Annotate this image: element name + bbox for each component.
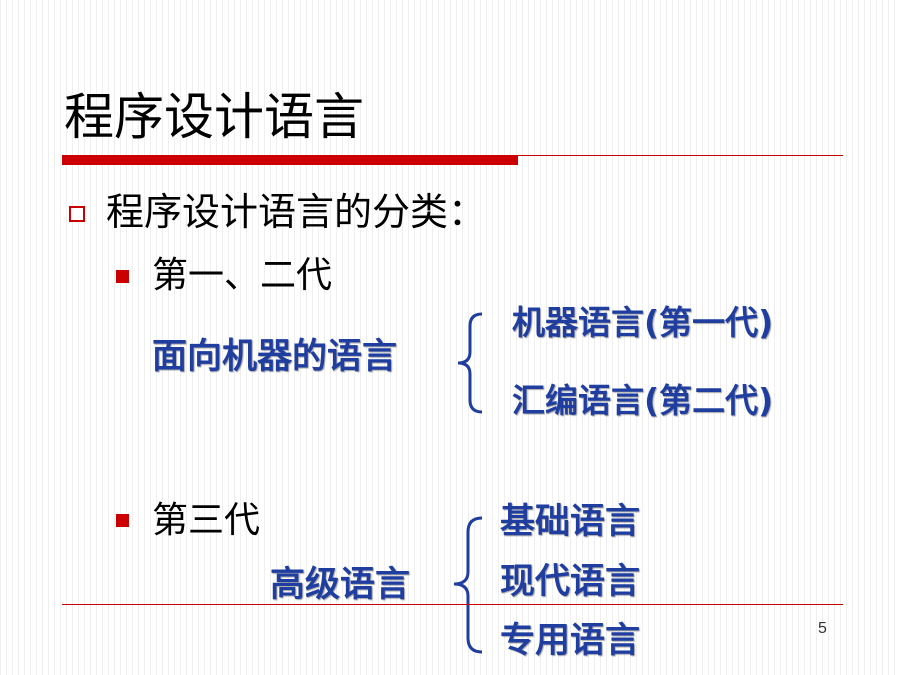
bullet-gen12: 第一、二代 <box>152 255 333 296</box>
left-brace-icon <box>457 312 483 414</box>
title-underline-thin <box>518 155 843 156</box>
item-assembly-language: 汇编语言(第二代) <box>512 381 774 420</box>
hollow-square-bullet-icon <box>69 206 85 222</box>
left-brace-icon <box>453 516 483 654</box>
page-number: 5 <box>818 620 827 637</box>
title-underline-thick <box>62 155 518 165</box>
bullet-gen3: 第三代 <box>152 500 261 541</box>
group-high-level: 高级语言 <box>270 565 411 605</box>
item-modern-language: 现代语言 <box>500 562 641 602</box>
item-special-language: 专用语言 <box>500 621 641 661</box>
square-bullet-icon <box>116 270 129 283</box>
group-machine-oriented: 面向机器的语言 <box>152 337 398 377</box>
item-basic-language: 基础语言 <box>500 502 641 542</box>
bullet-classification: 程序设计语言的分类： <box>106 190 487 234</box>
square-bullet-icon <box>116 514 129 527</box>
slide-title: 程序设计语言 <box>64 88 364 146</box>
item-machine-language: 机器语言(第一代) <box>512 303 774 342</box>
footer-divider <box>62 604 843 605</box>
